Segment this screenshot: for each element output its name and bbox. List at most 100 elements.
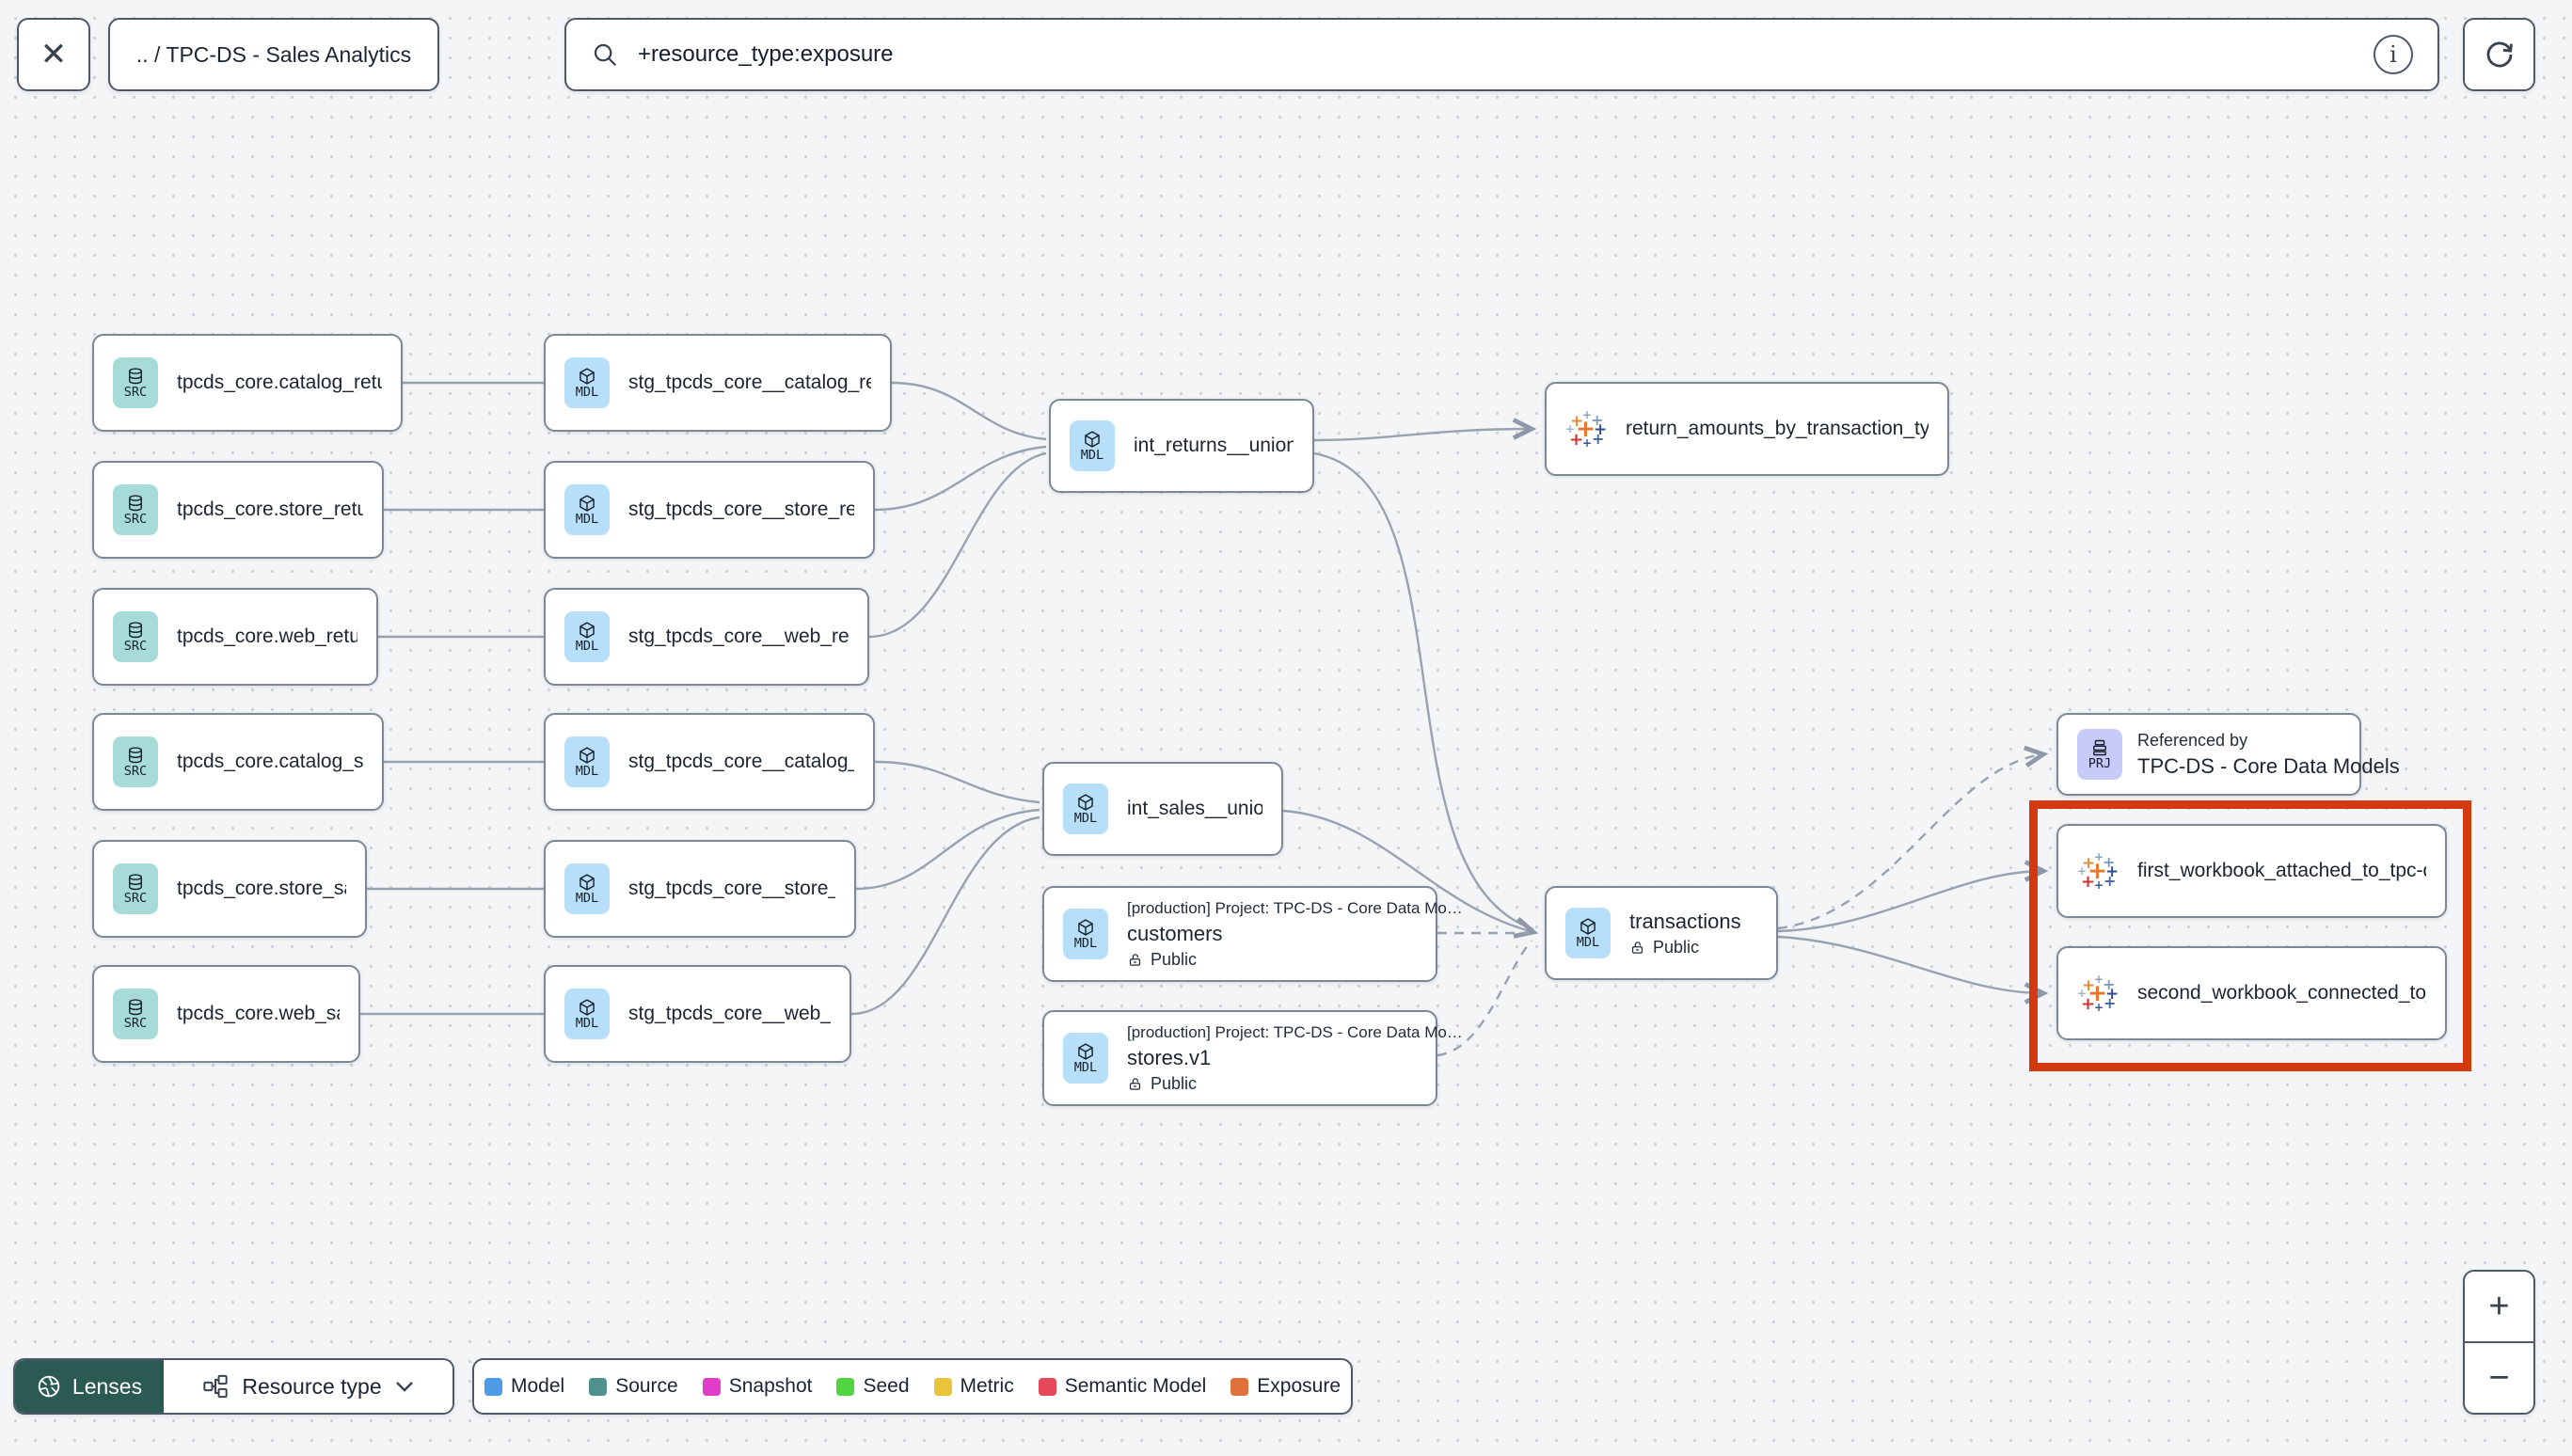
cube-icon bbox=[1580, 918, 1596, 935]
node-customers[interactable]: MDL [production] Project: TPC-DS - Core … bbox=[1042, 886, 1463, 982]
node-stg-catalog-sales[interactable]: MDL stg_tpcds_core__catalog_sales bbox=[544, 713, 875, 811]
node-src-store-sales[interactable]: SRC tpcds_core.store_sales bbox=[92, 840, 367, 938]
lenses-button[interactable]: Lenses bbox=[15, 1360, 164, 1413]
model-badge: MDL bbox=[564, 611, 610, 662]
node-label: int_returns__unioned bbox=[1134, 435, 1294, 456]
database-icon bbox=[129, 495, 142, 511]
source-badge: SRC bbox=[113, 611, 158, 662]
node-int-returns-unioned[interactable]: MDL int_returns__unioned bbox=[1049, 399, 1314, 493]
node-project-label: [production] Project: TPC-DS - Core Data… bbox=[1127, 1022, 1463, 1041]
badge-label: PRJ bbox=[2088, 755, 2112, 771]
badge-label: MDL bbox=[575, 763, 599, 779]
node-src-catalog-sales[interactable]: SRC tpcds_core.catalog_sales bbox=[92, 713, 384, 811]
legend-label: Seed bbox=[863, 1375, 910, 1397]
node-label: second_workbook_connected_to_live… bbox=[2137, 982, 2426, 1004]
legend-swatch bbox=[589, 1377, 608, 1396]
node-referenced-by-project[interactable]: PRJ Referenced by TPC-DS - Core Data Mod… bbox=[2056, 713, 2400, 796]
resource-type-icon bbox=[203, 1374, 229, 1399]
node-label: return_amounts_by_transaction_type bbox=[1626, 418, 1929, 439]
cube-icon bbox=[1078, 794, 1093, 811]
legend-label: Metric bbox=[960, 1375, 1014, 1397]
model-badge: MDL bbox=[1565, 908, 1611, 958]
badge-label: SRC bbox=[123, 384, 148, 400]
node-project-label: [production] Project: TPC-DS - Core Data… bbox=[1127, 898, 1463, 917]
node-src-store-returns[interactable]: SRC tpcds_core.store_returns bbox=[92, 461, 384, 559]
node-label: tpcds_core.web_returns bbox=[177, 625, 357, 647]
badge-label: MDL bbox=[1073, 810, 1098, 826]
node-stg-web-sales[interactable]: MDL stg_tpcds_core__web_sales bbox=[544, 965, 851, 1063]
search-input[interactable] bbox=[636, 40, 2357, 69]
close-icon: ✕ bbox=[40, 37, 68, 72]
close-button[interactable]: ✕ bbox=[17, 18, 90, 91]
legend-label: Exposure bbox=[1257, 1375, 1341, 1397]
legend-swatch bbox=[836, 1377, 855, 1396]
model-badge: MDL bbox=[1063, 1033, 1108, 1084]
node-src-web-sales[interactable]: SRC tpcds_core.web_sales bbox=[92, 965, 360, 1063]
cube-icon bbox=[579, 368, 595, 385]
info-icon[interactable]: i bbox=[2374, 35, 2413, 74]
badge-label: SRC bbox=[123, 1015, 148, 1031]
database-icon bbox=[129, 368, 142, 384]
zoom-in-button[interactable]: + bbox=[2465, 1272, 2533, 1343]
legend-item-snapshot: Snapshot bbox=[702, 1375, 813, 1398]
cube-icon bbox=[1078, 919, 1093, 936]
node-stg-catalog-returns[interactable]: MDL stg_tpcds_core__catalog_returns bbox=[544, 334, 892, 432]
legend-swatch bbox=[702, 1377, 721, 1396]
lenses-label: Lenses bbox=[71, 1373, 143, 1399]
zoom-controls: + − bbox=[2463, 1270, 2535, 1415]
node-stores-v1[interactable]: MDL [production] Project: TPC-DS - Core … bbox=[1042, 1010, 1463, 1106]
refresh-icon bbox=[2486, 41, 2513, 68]
cube-icon bbox=[1085, 431, 1100, 448]
node-stg-web-returns[interactable]: MDL stg_tpcds_core__web_returns bbox=[544, 588, 869, 686]
node-label: tpcds_core.store_returns bbox=[177, 499, 363, 520]
visibility-label: Public bbox=[1151, 949, 1198, 969]
node-transactions[interactable]: MDL transactions Public bbox=[1545, 886, 1778, 980]
legend-item-metric: Metric bbox=[933, 1375, 1014, 1398]
node-exposure-first-workbook[interactable]: + + + + + + + + + first_workbook_attache… bbox=[2056, 824, 2447, 918]
lens-controls: Lenses Resource type bbox=[13, 1358, 454, 1415]
node-int-sales-unioned[interactable]: MDL int_sales__unioned bbox=[1042, 762, 1283, 856]
badge-label: MDL bbox=[1073, 935, 1098, 951]
node-label: customers bbox=[1127, 921, 1223, 945]
resource-type-dropdown[interactable]: Resource type bbox=[164, 1360, 452, 1413]
node-label: tpcds_core.catalog_returns bbox=[177, 372, 382, 393]
badge-label: MDL bbox=[575, 384, 599, 400]
badge-label: SRC bbox=[123, 638, 148, 654]
node-src-catalog-returns[interactable]: SRC tpcds_core.catalog_returns bbox=[92, 334, 403, 432]
visibility-label: Public bbox=[1653, 937, 1700, 957]
legend-item-seed: Seed bbox=[836, 1375, 910, 1398]
legend-swatch bbox=[484, 1377, 502, 1396]
node-exposure-second-workbook[interactable]: + + + + + + + + + second_workbook_connec… bbox=[2056, 946, 2447, 1040]
node-label: stg_tpcds_core__store_returns bbox=[628, 499, 854, 520]
node-src-web-returns[interactable]: SRC tpcds_core.web_returns bbox=[92, 588, 378, 686]
node-exposure-return-amounts[interactable]: + + + + + + + + + return_amounts_by_tran… bbox=[1545, 382, 1949, 476]
badge-label: MDL bbox=[1073, 1059, 1098, 1075]
legend-label: Snapshot bbox=[728, 1375, 813, 1397]
badge-label: MDL bbox=[575, 511, 599, 527]
node-stg-store-sales[interactable]: MDL stg_tpcds_core__store_sales bbox=[544, 840, 856, 938]
legend-swatch bbox=[933, 1377, 952, 1396]
node-label: first_workbook_attached_to_tpc-ds_-_… bbox=[2137, 860, 2426, 881]
source-badge: SRC bbox=[113, 736, 158, 787]
refresh-button[interactable] bbox=[2463, 18, 2535, 91]
cube-icon bbox=[1078, 1043, 1093, 1060]
breadcrumb[interactable]: .. / TPC-DS - Sales Analytics bbox=[108, 18, 439, 91]
model-badge: MDL bbox=[1070, 420, 1115, 471]
node-stg-store-returns[interactable]: MDL stg_tpcds_core__store_returns bbox=[544, 461, 875, 559]
node-label: stg_tpcds_core__web_returns bbox=[628, 625, 849, 647]
node-label: stg_tpcds_core__catalog_sales bbox=[628, 751, 854, 772]
source-badge: SRC bbox=[113, 484, 158, 535]
badge-label: SRC bbox=[123, 763, 148, 779]
badge-label: SRC bbox=[123, 511, 148, 527]
zoom-out-button[interactable]: − bbox=[2488, 1357, 2510, 1398]
legend-item-model: Model bbox=[484, 1375, 564, 1398]
unlock-icon bbox=[1129, 1077, 1141, 1090]
breadcrumb-label: .. / TPC-DS - Sales Analytics bbox=[135, 41, 412, 67]
cube-icon bbox=[579, 495, 595, 512]
tableau-logo-icon: + + + + + + + + + bbox=[2077, 973, 2120, 1014]
resource-type-label: Resource type bbox=[242, 1373, 382, 1399]
legend-label: Source bbox=[615, 1375, 678, 1397]
database-icon bbox=[129, 747, 142, 763]
model-badge: MDL bbox=[564, 736, 610, 787]
